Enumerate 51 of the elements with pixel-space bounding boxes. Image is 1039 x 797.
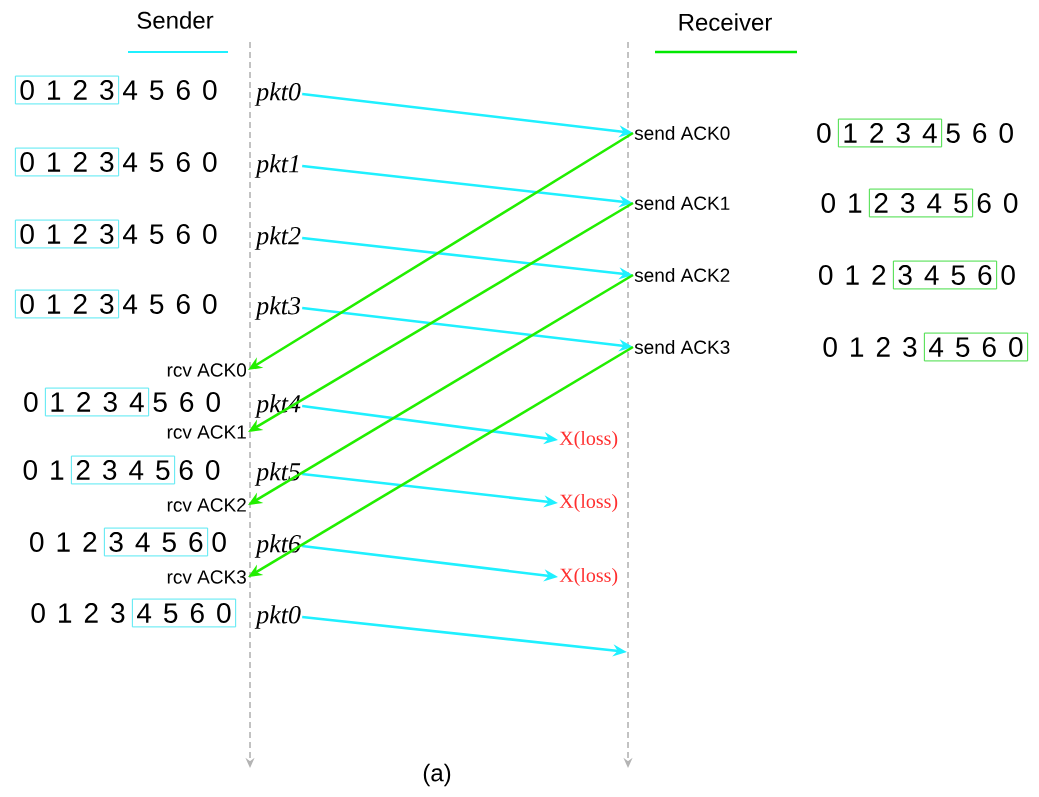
- heading: Receiver: [679, 13, 772, 31]
- event-label: rcv ACK1: [167, 425, 246, 439]
- sequence-numbers: 0: [817, 123, 831, 143]
- sequence-numbers: 0 1: [821, 193, 862, 213]
- sequence-numbers: 0 1 2 3: [31, 603, 125, 623]
- window-box: 3 4 5 6: [103, 527, 209, 557]
- sequence-numbers: 4 5 6 0: [123, 294, 217, 314]
- sequence-numbers: 6 0: [977, 193, 1018, 213]
- window-box: 4 5 6 0: [131, 598, 237, 628]
- sequence-numbers: 0: [24, 392, 38, 412]
- sequence-numbers: 4 5 6 0: [123, 224, 217, 244]
- packet-label: pkt6: [254, 534, 301, 558]
- event-label: rcv ACK3: [167, 570, 246, 584]
- sequence-numbers: 0: [212, 532, 226, 552]
- sequence-numbers: 0 1 2: [819, 265, 886, 285]
- event-label: send ACK1: [634, 196, 730, 210]
- window-box: 1 2 3 4: [44, 387, 150, 417]
- window-box: 2 3 4 5: [70, 455, 176, 485]
- sequence-numbers: 6 0: [179, 460, 220, 480]
- sequence-numbers: 4 5 6 0: [123, 152, 217, 172]
- event-label: send ACK3: [634, 340, 730, 354]
- loss-label: X(loss): [559, 430, 618, 450]
- sequence-numbers: 5 6 0: [946, 123, 1013, 143]
- sequence-numbers: 5 6 0: [153, 392, 220, 412]
- window-box: 1 2 3 4: [837, 118, 943, 148]
- event-label: rcv ACK2: [167, 498, 246, 512]
- packet-label: pkt0: [254, 82, 301, 106]
- packet-label: pkt2: [254, 226, 301, 250]
- event-label: rcv ACK0: [167, 363, 247, 377]
- sequence-numbers: 0 1 2: [30, 532, 97, 552]
- loss-label: X(loss): [559, 493, 618, 513]
- window-box: 2 3 4 5: [868, 188, 974, 218]
- packet-label: pkt3: [254, 296, 301, 320]
- window-box: 0 1 2 3: [14, 289, 120, 319]
- heading: Sender: [137, 11, 214, 29]
- event-label: send ACK0: [634, 126, 730, 140]
- window-box: 0 1 2 3: [14, 147, 120, 177]
- window-box: 4 5 6 0: [923, 332, 1029, 362]
- packet-label: pkt5: [254, 462, 301, 486]
- loss-label: X(loss): [559, 567, 618, 587]
- figure-label: (a): [423, 763, 451, 787]
- event-label: send ACK2: [634, 268, 730, 282]
- packet-label: pkt0: [254, 605, 301, 629]
- packet-label: pkt1: [254, 154, 299, 178]
- window-box: 3 4 5 6: [892, 260, 998, 290]
- sequence-numbers: 0 1: [23, 460, 64, 480]
- sequence-numbers: 4 5 6 0: [123, 80, 217, 100]
- window-box: 0 1 2 3: [14, 75, 120, 105]
- window-box: 0 1 2 3: [14, 219, 120, 249]
- sequence-numbers: 0 1 2 3: [823, 337, 917, 357]
- sequence-numbers: 0: [1001, 265, 1015, 285]
